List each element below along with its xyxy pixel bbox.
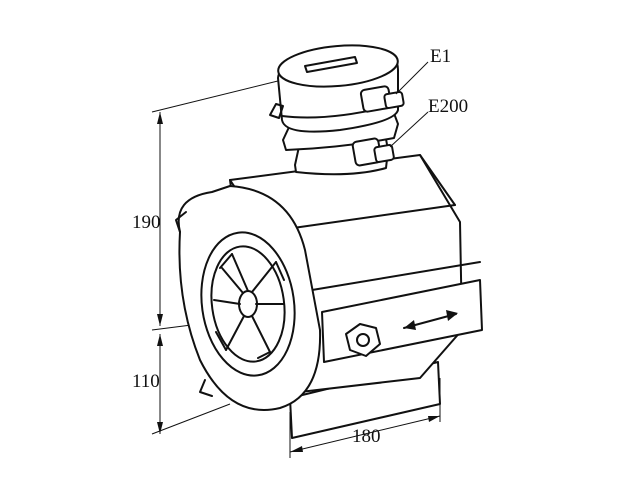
flow-direction-arrow-icon	[403, 310, 458, 330]
dim-upper-height: 190	[132, 212, 161, 233]
inlet-flange	[175, 185, 322, 411]
drain-plug-icon	[345, 323, 381, 357]
dim-lower-height: 110	[132, 371, 160, 392]
connector-e200-icon	[351, 137, 395, 167]
dim-base-width: 180	[352, 426, 381, 447]
height-dimension-lines	[151, 77, 291, 435]
connector-e1-icon	[359, 85, 405, 113]
label-e200: E200	[428, 96, 468, 117]
label-e1: E1	[430, 46, 451, 67]
display-window	[304, 56, 358, 73]
turbine-rotor-icon	[213, 253, 285, 359]
